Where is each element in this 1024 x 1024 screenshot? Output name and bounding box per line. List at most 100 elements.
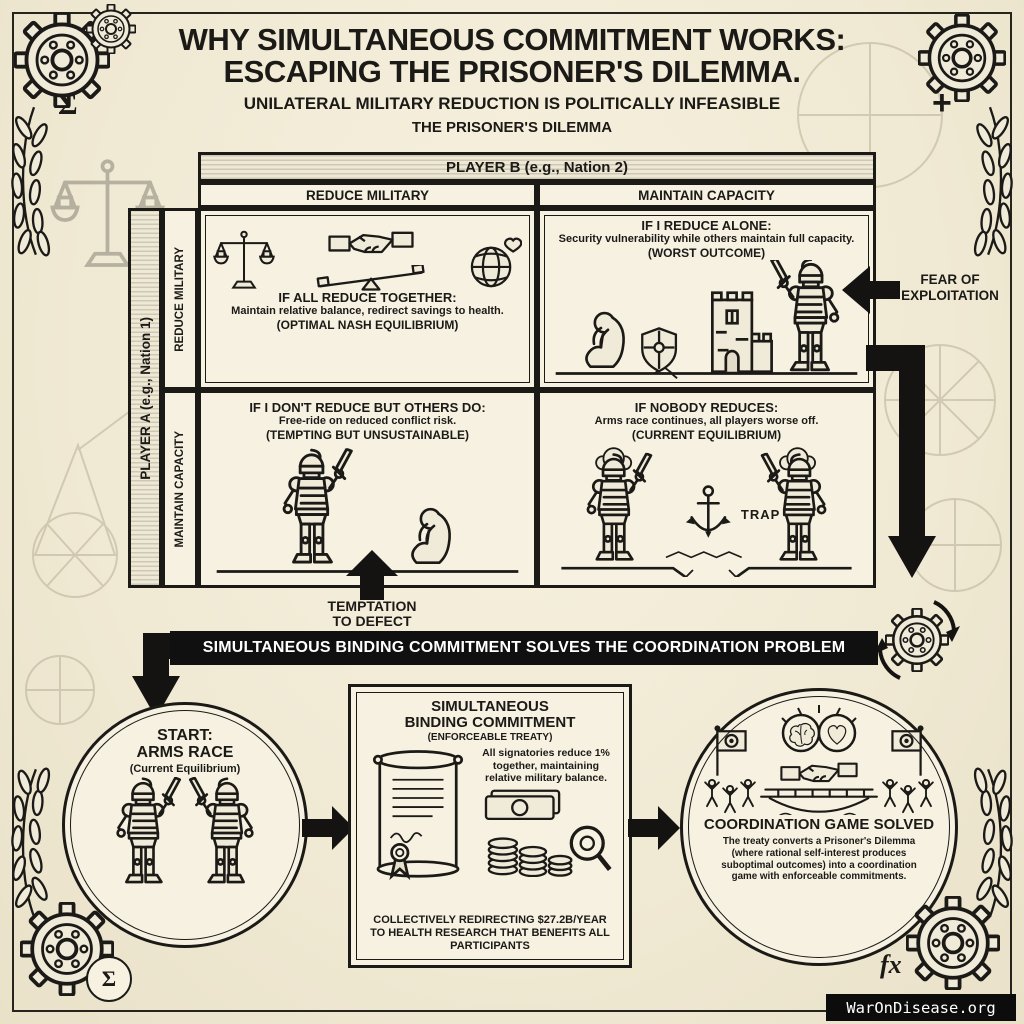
anchor-icon (684, 485, 733, 539)
solved-title: COORDINATION GAME SOLVED (703, 816, 935, 833)
crouching-figure-icon (585, 311, 625, 368)
watermark: WarOnDisease.org (826, 994, 1016, 1021)
treaty-scroll-icon (365, 747, 471, 889)
cell-both-reduce: IF ALL REDUCE TOGETHER: Maintain relativ… (198, 208, 537, 390)
gear-icon (906, 896, 1000, 990)
cell-text: IF NOBODY REDUCES: Arms race continues, … (550, 400, 863, 442)
cheering-person-icon (882, 778, 898, 808)
cell-text: IF I REDUCE ALONE: Security vulnerabilit… (550, 218, 863, 260)
sigma-symbol: Σ (101, 966, 117, 991)
cell-a-reduces-b-maintains: IF I REDUCE ALONE: Security vulnerabilit… (537, 208, 876, 390)
flow-arrow-start-to-treaty (302, 806, 354, 850)
cheering-person-icon (704, 778, 720, 808)
bridge-icon (759, 788, 879, 815)
treaty-subtitle: (ENFORCEABLE TREATY) (427, 732, 553, 744)
cell-text: IF I DON'T REDUCE BUT OTHERS DO: Free-ri… (211, 400, 524, 442)
cheering-person-icon (918, 778, 934, 808)
treaty-node: SIMULTANEOUS BINDING COMMITMENT (ENFORCE… (348, 684, 632, 968)
cheering-person-icon (900, 784, 916, 814)
gear-icon (86, 4, 136, 54)
treaty-body: All signatories reduce 1% together, main… (482, 747, 610, 785)
temptation-arrow-icon (346, 550, 398, 600)
balance-scales-icon (213, 225, 275, 291)
start-arms-race-node: START: ARMS RACE (Current Equilibrium) (62, 702, 308, 948)
fear-line2: EXPLOITATION (901, 287, 999, 303)
cell-tag: (TEMPTING BUT UNSUSTAINABLE) (265, 427, 470, 442)
watermark-text: WarOnDisease.org (846, 998, 996, 1017)
header: WHY SIMULTANEOUS COMMITMENT WORKS: ESCAP… (0, 24, 1024, 136)
cell-title: IF I REDUCE ALONE: (641, 218, 772, 233)
row-header-reduce-military: REDUCE MILITARY (162, 208, 198, 390)
flag-icon (714, 725, 747, 777)
cell-tag: (WORST OUTCOME) (647, 245, 766, 260)
col1-label: REDUCE MILITARY (306, 187, 429, 203)
castle-icon (710, 291, 773, 373)
money-magnifier-icon (478, 787, 614, 877)
banner-text: SIMULTANEOUS BINDING COMMITMENT SOLVES T… (202, 639, 846, 656)
solution-banner: SIMULTANEOUS BINDING COMMITMENT SOLVES T… (170, 631, 878, 665)
cell-nobody-reduces: IF NOBODY REDUCES: Arms race continues, … (537, 390, 876, 588)
cell-body: Maintain relative balance, redirect savi… (231, 305, 504, 318)
cheering-person-icon (722, 784, 738, 814)
cell-body: Arms race continues, all players worse o… (594, 415, 819, 428)
sigma-medallion: Σ (86, 956, 132, 1002)
col-header-maintain-capacity: MAINTAIN CAPACITY (537, 182, 876, 208)
handshake-icon (780, 762, 858, 783)
start-label-1: START: (157, 727, 213, 744)
start-label-3: (Current Equilibrium) (129, 762, 241, 775)
fear-line1: FEAR OF (920, 272, 980, 287)
treaty-footer: COLLECTIVELY REDIRECTING $27.2B/YEAR TO … (370, 914, 610, 953)
arms-race-scene: TRAP (550, 442, 863, 577)
row-header-maintain-capacity: MAINTAIN CAPACITY (162, 390, 198, 588)
knight-icon (282, 448, 353, 564)
temptation-annotation: TEMPTATION TO DEFECT (296, 599, 448, 629)
solved-body: The treaty converts a Prisoner's Dilemma… (721, 836, 917, 883)
solved-illustration (704, 705, 934, 815)
shield-icon (641, 327, 678, 373)
treaty-title-1: SIMULTANEOUS (431, 698, 549, 715)
trap-label: TRAP (740, 506, 781, 522)
col-header-reduce-military: REDUCE MILITARY (198, 182, 537, 208)
cell-tag: (OPTIMAL NASH EQUILIBRIUM) (276, 317, 459, 332)
cooperation-icons (211, 219, 524, 291)
exploitation-scene (550, 259, 863, 379)
player-a-label: PLAYER A (e.g., Nation 1) (137, 316, 153, 480)
knight-icon (102, 777, 184, 889)
brain-icon (789, 722, 815, 747)
fx-symbol: fx (880, 950, 902, 979)
player-b-header: PLAYER B (e.g., Nation 2) (198, 152, 876, 182)
player-b-label: PLAYER B (e.g., Nation 2) (446, 158, 628, 176)
flag-icon (891, 725, 924, 777)
cell-body: Security vulnerability while others main… (558, 233, 855, 246)
laurel-branch-icon (962, 96, 1018, 266)
knight-icon (186, 777, 268, 889)
temptation-line2: TO DEFECT (332, 612, 412, 629)
matrix-section-title: THE PRISONER'S DILEMMA (411, 119, 613, 137)
handshake-icon (328, 221, 414, 263)
enforcement-gear-icon (874, 600, 960, 680)
laurel-branch-icon (6, 96, 62, 266)
payoff-matrix: PLAYER B (e.g., Nation 2) REDUCE MILITAR… (128, 152, 876, 588)
globe-heart-icon (466, 237, 522, 291)
cell-title: IF ALL REDUCE TOGETHER: (278, 290, 457, 305)
flow-arrow-treaty-to-solved (628, 806, 680, 850)
cell-tag: (CURRENT EQUILIBRIUM) (631, 427, 782, 442)
page-title-line1: WHY SIMULTANEOUS COMMITMENT WORKS: (178, 22, 846, 57)
page-subtitle: UNILATERAL MILITARY REDUCTION IS POLITIC… (243, 94, 781, 114)
cell-text: IF ALL REDUCE TOGETHER: Maintain relativ… (211, 290, 524, 332)
fear-annotation: FEAR OF EXPLOITATION (884, 272, 1016, 303)
temptation-line1: TEMPTATION (327, 598, 417, 614)
row1-label: REDUCE MILITARY (174, 246, 186, 352)
seesaw-icon (312, 265, 430, 291)
cell-title: IF NOBODY REDUCES: (634, 400, 779, 415)
arms-race-knights (102, 777, 268, 889)
cell-body: Free-ride on reduced conflict risk. (278, 415, 457, 428)
cell-title: IF I DON'T REDUCE BUT OTHERS DO: (249, 400, 486, 415)
page-title-line2: ESCAPING THE PRISONER'S DILEMMA. (223, 53, 801, 89)
flow-arrow-matrix-to-banner (866, 345, 936, 578)
cheering-person-icon (740, 778, 756, 808)
fear-arrow-icon (842, 266, 900, 314)
col2-label: MAINTAIN CAPACITY (638, 187, 775, 203)
sigma-symbol: Σ (58, 88, 78, 121)
knight-icon (586, 452, 653, 561)
